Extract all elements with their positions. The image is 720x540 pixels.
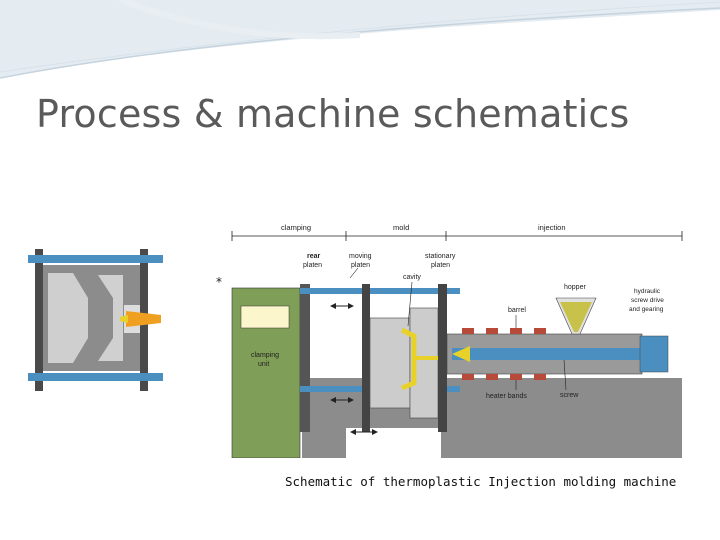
label-clamping: clamping: [281, 223, 311, 232]
label-stationary-platen-1: stationary: [425, 253, 456, 260]
label-clamping-unit-2: unit: [258, 361, 269, 368]
diagram-caption: Schematic of thermoplastic Injection mol…: [285, 474, 677, 489]
injection-molding-machine-diagram: clamping mold injection clamping unit re…: [231, 223, 683, 458]
asterisk-mark: *: [216, 275, 222, 289]
label-hopper: hopper: [564, 284, 586, 291]
label-stationary-platen-2: platen: [431, 262, 450, 269]
page-title: Process & machine schematics: [36, 92, 630, 136]
label-heater-bands: heater bands: [486, 393, 527, 400]
label-moving-platen-2: platen: [351, 262, 370, 269]
label-mold: mold: [393, 223, 409, 232]
label-hydraulic-1: hydraulic: [634, 288, 661, 295]
label-injection: injection: [538, 223, 566, 232]
label-rear-platen-1: rear: [307, 253, 321, 260]
label-screw: screw: [560, 392, 579, 399]
label-hydraulic-3: and gearing: [629, 306, 664, 313]
label-hydraulic-2: screw drive: [631, 297, 664, 304]
label-cavity: cavity: [403, 274, 421, 281]
label-barrel: barrel: [508, 307, 526, 314]
label-rear-platen-2: platen: [303, 262, 322, 269]
label-moving-platen-1: moving: [349, 253, 372, 260]
label-clamping-unit-1: clamping: [251, 352, 279, 359]
mold-detail-diagram: [28, 249, 163, 391]
header-swoosh: [0, 0, 720, 79]
